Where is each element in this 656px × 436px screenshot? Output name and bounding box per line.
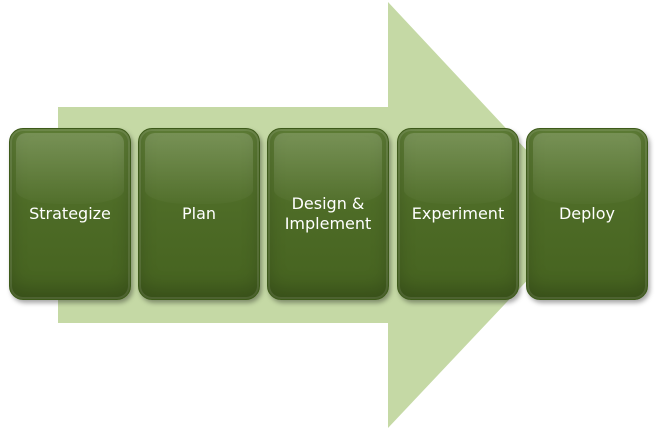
step-label: Plan: [181, 204, 217, 223]
step-design-implement: Design & Implement: [267, 128, 389, 300]
step-label: Deploy: [558, 204, 616, 223]
step-label: Design & Implement: [284, 194, 372, 233]
step-deploy: Deploy: [526, 128, 648, 300]
step-plan: Plan: [138, 128, 260, 300]
step-label: Strategize: [29, 204, 111, 223]
step-strategize: Strategize: [9, 128, 131, 300]
step-experiment: Experiment: [397, 128, 519, 300]
step-label: Experiment: [411, 204, 505, 223]
